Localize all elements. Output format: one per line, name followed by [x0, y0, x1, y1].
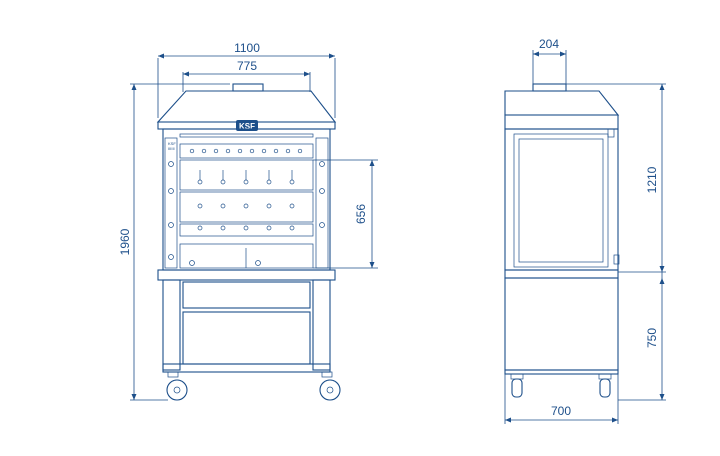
dimension-width-inner: 775 — [182, 59, 311, 92]
stand — [157, 269, 336, 373]
brand-badge-label: KSF — [239, 122, 255, 131]
hood: KSF — [156, 83, 337, 131]
dimension-width-overall: 1100 — [157, 41, 336, 118]
dimension-depth: 700 — [504, 374, 619, 424]
brand-badge — [236, 120, 258, 131]
dimension-exhaust-width: 204 — [532, 37, 567, 84]
dimension-height-overall: 1960 — [118, 83, 230, 401]
spit-row-1 — [189, 148, 303, 154]
side-view: 204 1210 750 700 — [504, 37, 666, 424]
oven-body: KSF IIIIII — [162, 128, 331, 271]
dim-label-width-overall: 1100 — [234, 41, 260, 55]
dimension-height-lower: 750 — [618, 272, 666, 401]
spit-row-3 — [197, 203, 295, 209]
dimension-height-spits: 656 — [313, 159, 378, 269]
side-stand — [504, 269, 619, 375]
spit-row-2 — [197, 170, 295, 185]
side-hood — [504, 83, 620, 130]
svg-text:IIIIII: IIIIII — [168, 146, 175, 151]
dimension-height-upper: 1210 — [566, 83, 666, 273]
dim-label-height-upper: 1210 — [645, 166, 659, 193]
dim-label-height-spits: 656 — [354, 204, 368, 224]
front-view: KSF KSF IIIIII — [118, 41, 378, 401]
burner-knobs — [168, 161, 325, 266]
dim-label-depth: 700 — [551, 404, 571, 418]
wheel-left — [166, 371, 188, 401]
dim-label-height-overall: 1960 — [118, 228, 132, 255]
svg-text:KSF: KSF — [168, 141, 176, 146]
spit-row-4 — [197, 225, 295, 231]
dim-label-height-lower: 750 — [645, 328, 659, 348]
side-wheel-left — [510, 373, 524, 398]
dim-label-width-inner: 775 — [237, 59, 257, 73]
dim-label-exhaust-width: 204 — [539, 37, 559, 51]
wheel-right — [319, 371, 341, 401]
side-body — [504, 128, 620, 271]
side-wheel-right — [598, 373, 612, 398]
